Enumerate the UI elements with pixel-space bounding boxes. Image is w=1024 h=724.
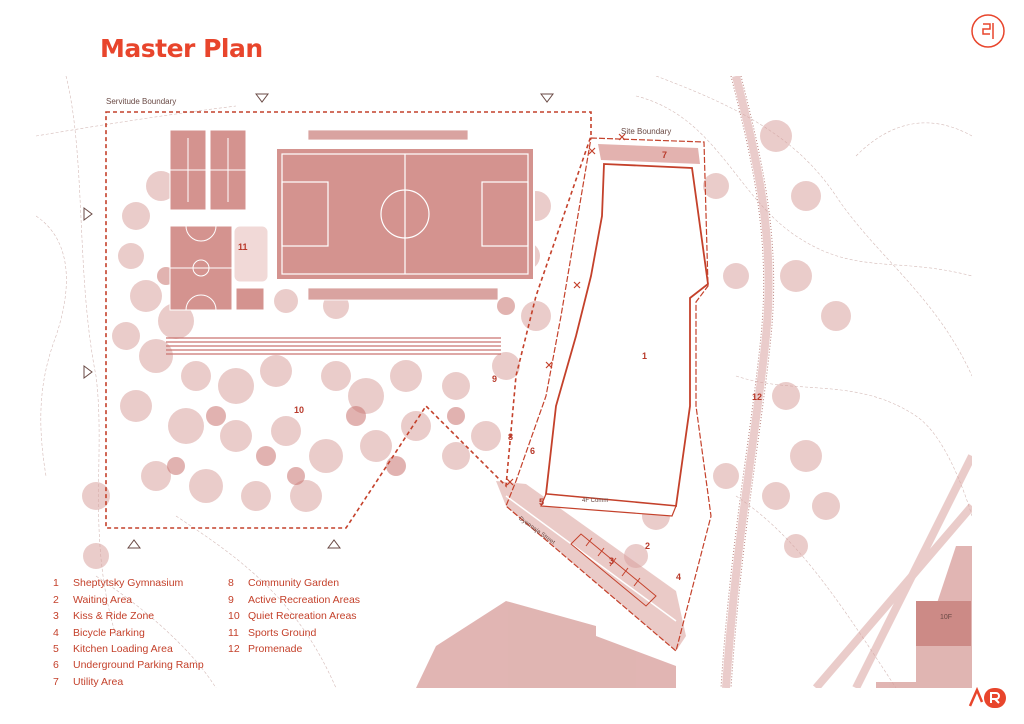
building-10f-label: 10F: [940, 614, 953, 621]
map-marker-9: 9: [492, 374, 498, 384]
footer-logo-icon: [968, 686, 1006, 708]
tower-10f: [916, 601, 971, 646]
basketball-court: [169, 225, 233, 311]
utility-area: [598, 144, 700, 164]
tree-canopy: [82, 120, 851, 569]
building-4f-label: 4F Comm: [582, 498, 609, 504]
street-strip: [496, 481, 686, 651]
map-marker-8: 8: [508, 432, 514, 442]
sports-ground-area: [233, 225, 269, 283]
page-title: Master Plan: [100, 34, 263, 63]
tennis-courts: [169, 129, 247, 211]
map-marker-3: 3: [609, 556, 615, 566]
site-boundary-label: Site Boundary: [621, 127, 672, 136]
map-marker-11: 11: [238, 242, 248, 252]
brand-logo-icon: [971, 14, 1005, 48]
road-network: [722, 76, 972, 688]
view-markers: [83, 93, 554, 549]
small-court: [235, 287, 265, 311]
kiss-and-ride-bays: [570, 533, 657, 607]
railway-track: [720, 76, 775, 688]
running-track: [166, 337, 501, 355]
servitude-boundary-line: [105, 111, 592, 529]
servitude-boundary-label: Servitude Boundary: [106, 97, 177, 106]
map-marker-7: 7: [662, 150, 668, 160]
gymnasium-building: [545, 163, 709, 507]
map-marker-12: 12: [752, 392, 763, 402]
map-marker-5: 5: [539, 497, 545, 507]
map-marker-6: 6: [530, 446, 536, 456]
map-marker-1: 1: [642, 351, 648, 361]
map-marker-10: 10: [294, 405, 305, 415]
tree-canopy-dark: [157, 267, 515, 485]
football-pitch: [275, 147, 535, 281]
site-boundary-line: [505, 137, 712, 653]
pitch-bleachers: [307, 129, 499, 301]
master-plan-map: [36, 76, 972, 688]
boundary-cross-markers: [506, 133, 626, 486]
map-marker-4: 4: [676, 572, 682, 582]
map-marker-2: 2: [645, 541, 651, 551]
building-lower-wing: [540, 493, 677, 517]
